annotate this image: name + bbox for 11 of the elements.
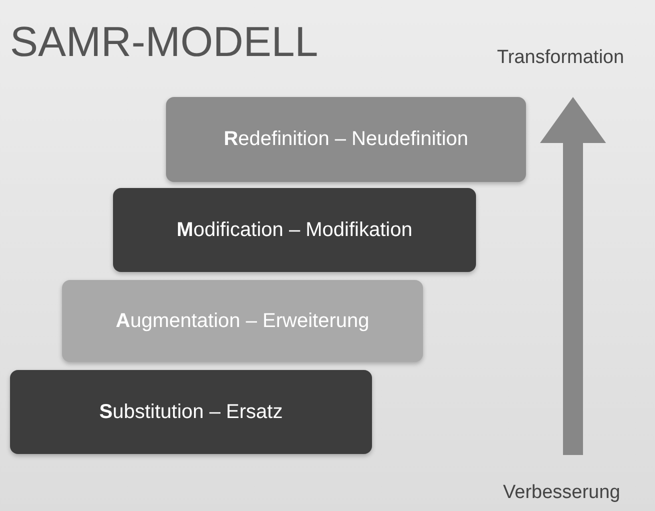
step-label: Modification – Modifikation xyxy=(176,218,412,242)
title: SAMR-MODELL xyxy=(10,18,318,66)
step-label: Redefinition – Neudefinition xyxy=(224,128,468,151)
step-label: Substitution – Ersatz xyxy=(99,400,283,424)
step-box xyxy=(166,97,526,182)
bottom-axis-label: Verbesserung xyxy=(503,482,620,504)
top-axis-label: Transformation xyxy=(497,47,624,69)
step-box xyxy=(62,280,423,362)
step-box xyxy=(113,188,476,272)
step-label: Augmentation – Erweiterung xyxy=(116,310,370,332)
step-box xyxy=(10,370,372,454)
